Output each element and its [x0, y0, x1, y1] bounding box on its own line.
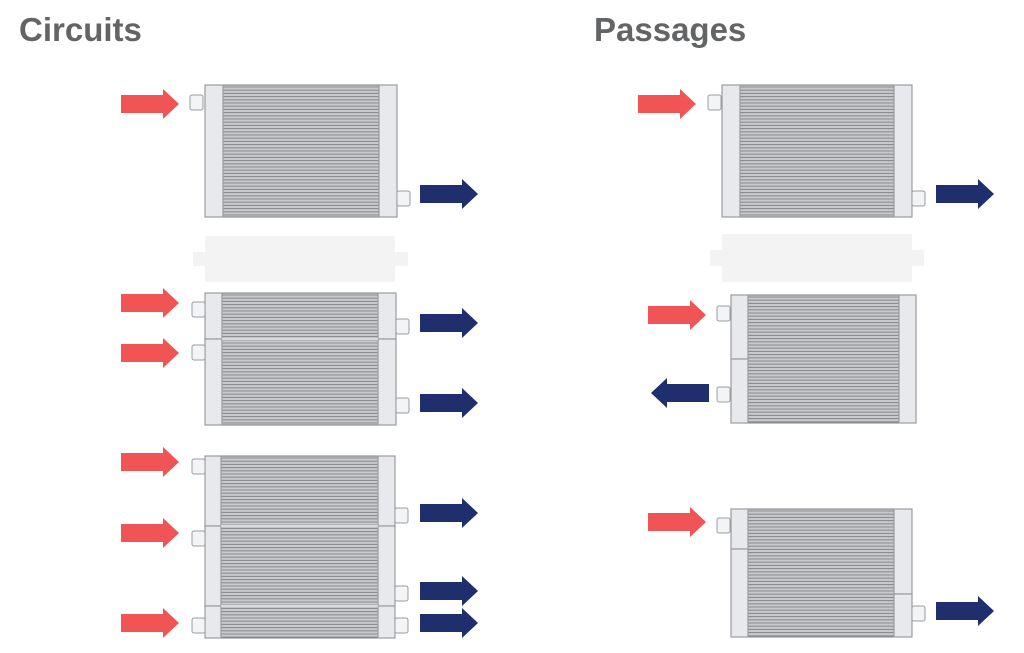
right-tank [893, 84, 913, 218]
pass-1-exchanger [707, 84, 926, 218]
fin-lines [740, 86, 894, 216]
left-tank-inlet [730, 508, 749, 550]
inlet-port-1 [191, 458, 206, 475]
left-tank-return [730, 548, 749, 638]
outlet-port [911, 190, 926, 207]
outlet-port [396, 190, 411, 207]
inlet-port-1 [191, 301, 206, 318]
passages-heading: Passages [594, 11, 747, 48]
outlet-arrow [651, 378, 709, 408]
outlet-arrow [936, 179, 994, 209]
fin-lines [748, 510, 894, 637]
faded-exchanger-placeholder [193, 236, 408, 282]
outlet-arrow [420, 179, 478, 209]
inlet-port [716, 517, 731, 534]
inlet-arrow-2 [121, 338, 179, 368]
inlet-port [707, 94, 722, 111]
outlet-arrow-1 [420, 498, 478, 528]
left-tank-2 [204, 338, 223, 426]
fin-core [748, 509, 894, 637]
inlet-arrow-3 [121, 608, 179, 638]
outlet-port-1 [394, 507, 409, 524]
pass-3-exchanger [716, 508, 926, 638]
right-tank-outlet [893, 593, 913, 638]
inlet-arrow-1 [121, 288, 179, 318]
inlet-port-2 [191, 344, 206, 361]
left-tank [204, 84, 224, 218]
right-tank-3 [377, 605, 396, 639]
circuit-3-exchanger [191, 455, 409, 639]
outlet-arrow-2 [420, 388, 478, 418]
outlet-port [911, 605, 926, 622]
right-tank-1 [377, 455, 396, 527]
inlet-port-3 [191, 617, 206, 634]
fin-core [748, 295, 899, 423]
inlet-arrow-1 [121, 447, 179, 477]
fin-lines [222, 294, 378, 424]
left-tank-1 [204, 292, 223, 340]
inlet-port-2 [191, 530, 206, 547]
right-tank-1 [377, 292, 397, 340]
left-tank-3 [204, 605, 222, 639]
left-tank-outlet [730, 358, 749, 424]
outlet-port-2 [394, 585, 409, 602]
fin-lines [221, 457, 378, 638]
circuit-2-exchanger [191, 292, 410, 426]
outlet-port-1 [395, 318, 410, 335]
inlet-arrow-2 [121, 518, 179, 548]
right-tank-return [893, 508, 913, 595]
outlet-port-2 [395, 397, 410, 414]
left-tank-2 [204, 525, 222, 607]
left-tank [721, 84, 741, 218]
inlet-port [716, 305, 731, 322]
outlet-arrow-1 [420, 308, 478, 338]
inlet-port [189, 94, 204, 111]
outlet-arrow-2 [420, 576, 478, 606]
outlet-arrow-3 [420, 608, 478, 638]
right-tank-return [898, 294, 917, 424]
right-tank-2 [377, 525, 396, 607]
inlet-arrow [121, 89, 179, 119]
right-tank-2 [377, 338, 397, 426]
outlet-arrow [936, 596, 994, 626]
outlet-port [716, 386, 731, 403]
fin-lines [748, 296, 899, 423]
circuits-heading: Circuits [19, 11, 142, 48]
faded-exchanger-placeholder [710, 234, 924, 282]
left-tank-1 [204, 455, 222, 527]
pass-2-exchanger [716, 294, 917, 424]
outlet-port-3 [394, 617, 409, 634]
inlet-arrow [638, 89, 696, 119]
fin-lines [223, 86, 379, 216]
inlet-arrow [648, 300, 706, 330]
circuit-1-exchanger [189, 84, 411, 218]
inlet-arrow [648, 507, 706, 537]
right-tank [378, 84, 398, 218]
left-tank-inlet [730, 294, 749, 360]
